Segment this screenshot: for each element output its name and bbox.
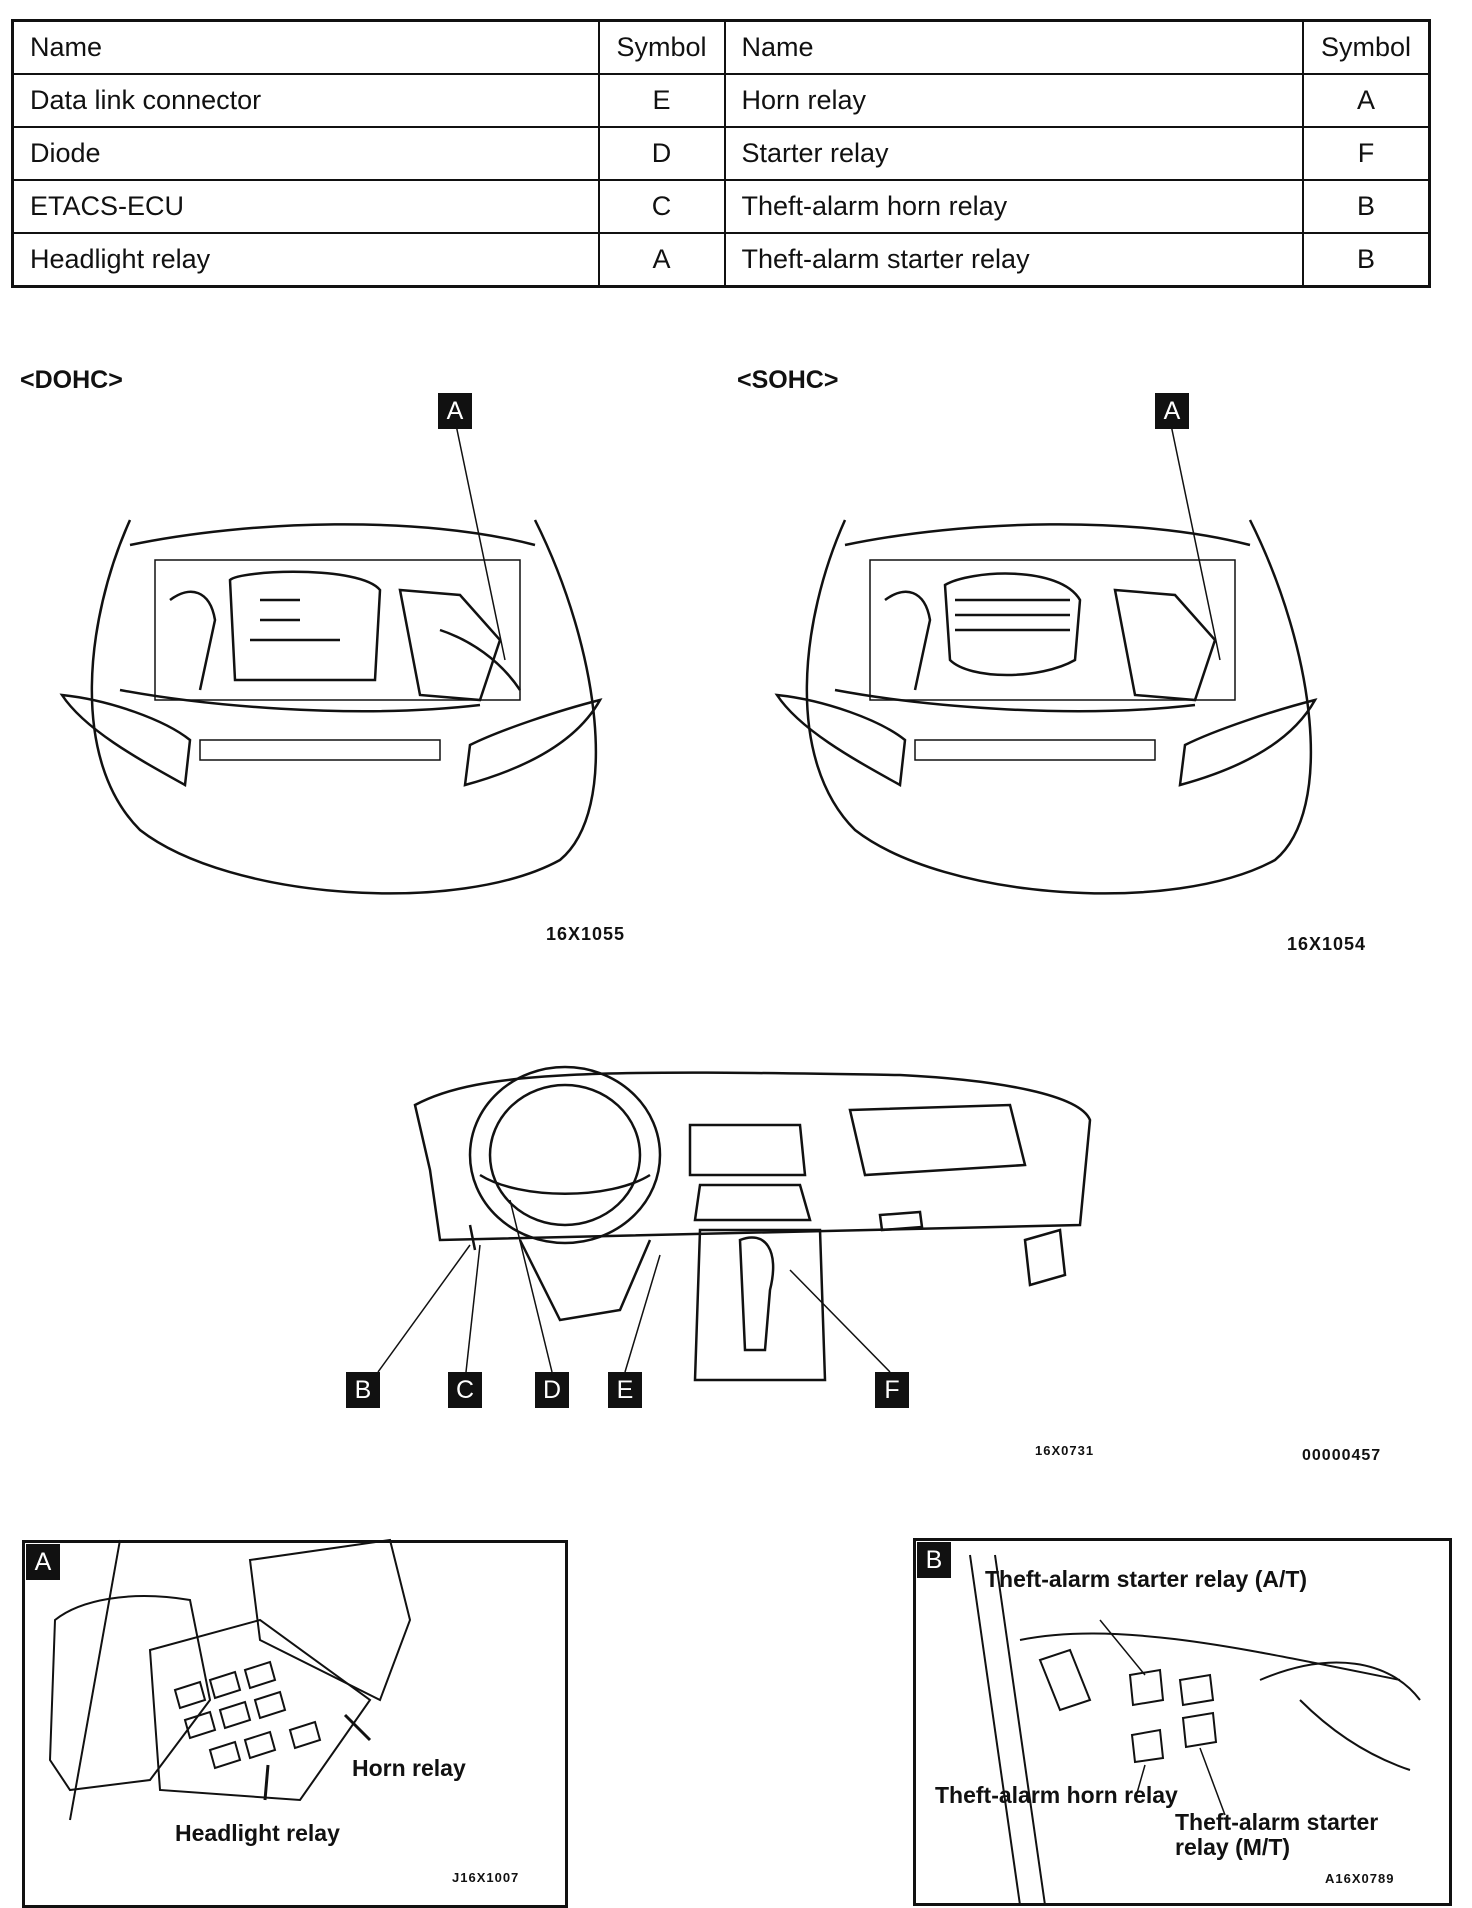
starter-relay-mt-label: Theft-alarm starter relay (M/T): [1175, 1809, 1379, 1860]
table-cell: Data link connector: [11, 73, 600, 128]
detail-b-figure-code: A16X0789: [1325, 1871, 1395, 1886]
horn-relay-label: Horn relay: [352, 1755, 466, 1781]
detail-b-marker: B: [917, 1542, 951, 1578]
dohc-title: <DOHC>: [20, 366, 123, 394]
starter-relay-at-label: Theft-alarm starter relay (A/T): [985, 1566, 1308, 1592]
detail-b-drawing: [969, 1554, 1421, 1906]
header-symbol-1: Symbol: [597, 19, 726, 75]
detail-a-drawing: [48, 1538, 412, 1821]
dashboard-marker-e: E: [608, 1372, 642, 1408]
sohc-title: <SOHC>: [737, 366, 839, 394]
table-cell: C: [597, 179, 726, 234]
dohc-figure-code: 16X1055: [546, 924, 626, 944]
sohc-engine-drawing: [774, 419, 1318, 895]
dashboard-marker-c: C: [448, 1372, 482, 1408]
table-cell: Starter relay: [723, 126, 1304, 181]
detail-a-marker: A: [26, 1544, 60, 1580]
header-name-2: Name: [723, 19, 1304, 75]
dashboard-figure-code: 16X0731: [1035, 1443, 1095, 1458]
dashboard-marker-f: F: [875, 1372, 909, 1408]
dashboard-marker-b: B: [346, 1372, 380, 1408]
theft-horn-relay-label: Theft-alarm horn relay: [935, 1782, 1178, 1808]
table-cell: F: [1301, 126, 1431, 181]
table-cell: Headlight relay: [11, 232, 600, 288]
table-cell: Diode: [11, 126, 600, 181]
document-code: 00000457: [1302, 1447, 1382, 1464]
table-cell: B: [1301, 232, 1431, 288]
table-row: Headlight relay A Theft-alarm starter re…: [11, 232, 1431, 288]
table-row: Data link connector E Horn relay A: [11, 73, 1431, 128]
table-row: Diode D Starter relay F: [11, 126, 1431, 181]
table-cell: D: [597, 126, 726, 181]
table-cell: ETACS-ECU: [11, 179, 600, 234]
table-cell: E: [597, 73, 726, 128]
dashboard-drawing: [377, 1065, 1092, 1382]
dashboard-marker-d: D: [535, 1372, 569, 1408]
dohc-marker-a: A: [438, 393, 472, 429]
headlight-relay-label: Headlight relay: [175, 1820, 340, 1846]
table-cell: Theft-alarm starter relay: [723, 232, 1304, 288]
table-row: ETACS-ECU C Theft-alarm horn relay B: [11, 179, 1431, 234]
table-cell: Theft-alarm horn relay: [723, 179, 1304, 234]
header-symbol-2: Symbol: [1301, 19, 1431, 75]
table-cell: A: [1301, 73, 1431, 128]
component-table: Name Symbol Name Symbol Data link connec…: [11, 19, 1431, 288]
detail-a-figure-code: J16X1007: [452, 1870, 520, 1885]
table-header-row: Name Symbol Name Symbol: [11, 19, 1431, 75]
detail-b-frame: [913, 1538, 1452, 1906]
table-cell: B: [1301, 179, 1431, 234]
table-cell: Horn relay: [723, 73, 1304, 128]
sohc-figure-code: 16X1054: [1287, 934, 1367, 954]
table-cell: A: [597, 232, 726, 288]
header-name-1: Name: [11, 19, 600, 75]
sohc-marker-a: A: [1155, 393, 1189, 429]
dohc-engine-drawing: [59, 419, 603, 895]
detail-a-frame: [22, 1540, 568, 1908]
